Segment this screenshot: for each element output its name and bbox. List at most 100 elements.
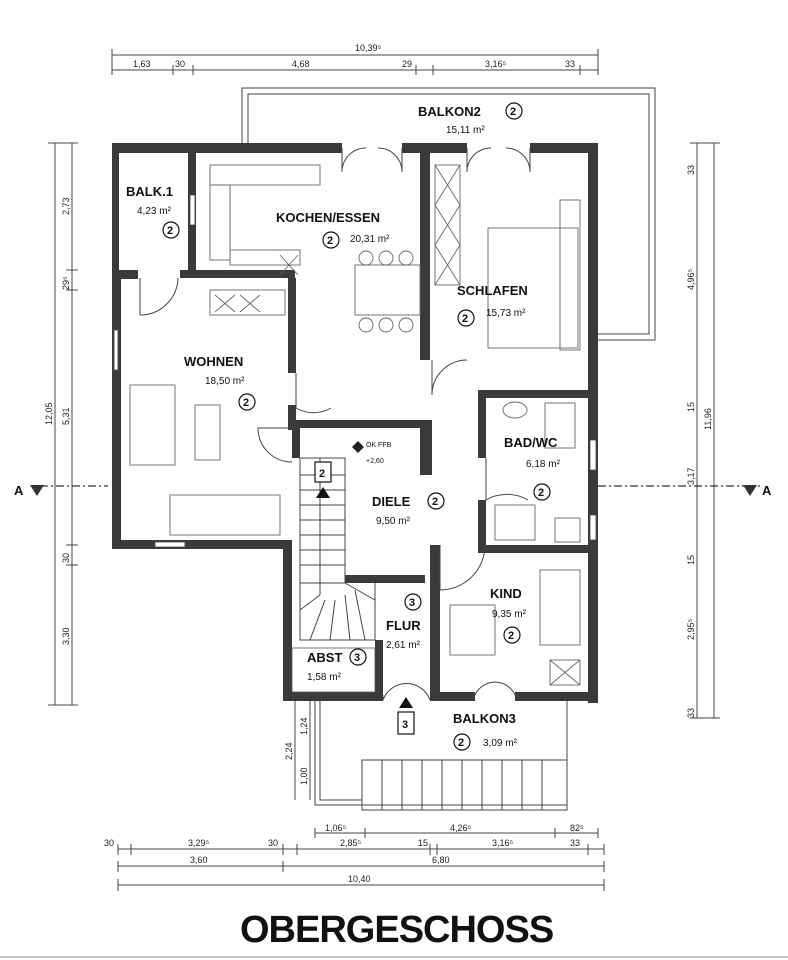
room-area: 15,11 m² (446, 125, 485, 136)
dimension-top: 10,39⁵ 1,63 30 4,68 29 3,16⁵ 33 (111, 43, 599, 75)
dim-right-0: 33 (686, 165, 696, 175)
section-label-left: A (14, 483, 24, 498)
dimension-bottom: 1,06⁵ 4,26⁵ 82⁵ 30 3,29⁵ 30 2,85⁵ 15 3,1… (104, 823, 605, 891)
dim-left-small-1: 1,24 (299, 717, 309, 735)
room-name: SCHLAFEN (457, 283, 528, 298)
room-code: 2 (327, 235, 333, 247)
dim-top-3: 29 (402, 59, 412, 69)
section-arrow-left-icon (30, 485, 44, 496)
room-name: BALKON2 (418, 104, 481, 119)
room-area: 9,35 m² (492, 609, 527, 620)
dim-top-0: 1,63 (133, 59, 151, 69)
room-name: ABST (307, 650, 342, 665)
room-code: 2 (458, 737, 464, 749)
dim-right-2: 15 (686, 402, 696, 412)
room-code-circle (533, 483, 551, 501)
room-badwc: BAD/WC 6,18 m² 2 (504, 435, 561, 501)
dim-bottom-total: 10,40 (348, 874, 371, 884)
section-label-right: A (762, 483, 772, 498)
dim-left-0: 2,73 (61, 197, 71, 215)
room-code: 2 (538, 487, 544, 499)
room-schlafen: SCHLAFEN 2 15,73 m² (457, 283, 528, 327)
room-flur: 3 FLUR 2,61 m² (386, 593, 422, 651)
room-code-circle (349, 648, 367, 666)
room-area: 15,73 m² (486, 308, 526, 319)
dim-bottom2-5: 3,16⁵ (492, 838, 514, 848)
room-code: 3 (354, 652, 360, 664)
room-balkon3: BALKON3 2 3,09 m² (453, 711, 518, 751)
room-name: BALK.1 (126, 184, 173, 199)
room-name: KIND (490, 586, 522, 601)
room-area: 9,50 m² (376, 516, 411, 527)
room-code: 2 (432, 496, 438, 508)
room-area: 2,61 m² (386, 640, 421, 651)
room-code: 2 (508, 630, 514, 642)
dim-bottom3-0: 3,60 (190, 855, 208, 865)
dim-bottom2-6: 33 (570, 838, 580, 848)
dimension-right: 33 4,96⁵ 15 3,17 15 2,95⁵ 33 11,96 (686, 142, 720, 719)
room-code: 2 (510, 106, 516, 118)
dim-left-3: 30 (61, 553, 71, 563)
room-name: DIELE (372, 494, 411, 509)
dim-bottom1-2: 82⁵ (570, 823, 584, 833)
dim-bottom2-1: 3,29⁵ (188, 838, 210, 848)
room-code: 2 (167, 225, 173, 237)
dim-bottom2-0: 30 (104, 838, 114, 848)
room-name: BAD/WC (504, 435, 558, 450)
room-name: WOHNEN (184, 354, 243, 369)
dim-top-5: 33 (565, 59, 575, 69)
room-code-circle (238, 393, 256, 411)
stair-tag-3: 3 (397, 697, 415, 735)
dim-bottom1-1: 4,26⁵ (450, 823, 472, 833)
level-mark-value: +2,60 (366, 458, 384, 465)
dim-right-3: 3,17 (686, 467, 696, 485)
dim-left-small-2: 1,00 (299, 767, 309, 785)
room-code-circle (453, 733, 471, 751)
room-area: 6,18 m² (526, 459, 561, 470)
dim-left-small-0: 2,24 (284, 742, 294, 760)
dim-left-2: 5,31 (61, 407, 71, 425)
room-kind: KIND 9,35 m² 2 (490, 586, 527, 644)
room-balk1: BALK.1 4,23 m² 2 (126, 184, 180, 239)
room-kochen: KOCHEN/ESSEN 2 20,31 m² (276, 210, 390, 249)
room-area: 18,50 m² (205, 376, 245, 387)
level-mark-icon (352, 441, 364, 453)
page-title: OBERGESCHOSS (240, 909, 553, 951)
level-mark-label: OK FFB (366, 442, 392, 449)
section-arrow-right-icon (743, 485, 757, 496)
dim-top-total: 10,39⁵ (355, 43, 382, 53)
room-area: 1,58 m² (307, 672, 342, 683)
dim-right-1: 4,96⁵ (686, 268, 696, 290)
stair-up-arrow-icon (316, 487, 330, 498)
room-name: KOCHEN/ESSEN (276, 210, 380, 225)
doors (139, 147, 531, 701)
room-area: 3,09 m² (483, 738, 518, 749)
dim-left-1: 29⁵ (61, 276, 71, 290)
furniture (129, 164, 581, 686)
room-area: 20,31 m² (350, 234, 390, 245)
dim-top-2: 4,68 (292, 59, 310, 69)
dim-right-5: 2,95⁵ (686, 618, 696, 640)
dim-left-total: 12,05 (44, 402, 54, 425)
dim-bottom2-2: 30 (268, 838, 278, 848)
room-code-circle (322, 231, 340, 249)
dim-bottom1-0: 1,06⁵ (325, 823, 347, 833)
entrance-arrow-icon (399, 697, 413, 708)
stair-tag-2-label: 2 (319, 468, 325, 480)
room-abst: ABST 3 1,58 m² (291, 647, 376, 693)
section-line: A A (14, 483, 772, 498)
room-name: FLUR (386, 618, 421, 633)
windows (113, 194, 597, 548)
dim-top-1: 30 (175, 59, 185, 69)
stair-tag-2: 2 (314, 461, 332, 498)
dim-right-total: 11,96 (703, 408, 713, 430)
dimension-left: 12,05 2,73 29⁵ 5,31 30 3,30 2,24 1,24 1,… (44, 142, 311, 800)
dim-right-6: 33 (686, 708, 696, 718)
room-diele: DIELE 2 9,50 m² (372, 492, 445, 527)
dim-bottom3-1: 6,80 (432, 855, 450, 865)
room-code: 2 (243, 397, 249, 409)
stair-tag-3-label: 3 (402, 719, 408, 731)
dim-left-4: 3,30 (61, 627, 71, 645)
room-code-circle (427, 492, 445, 510)
